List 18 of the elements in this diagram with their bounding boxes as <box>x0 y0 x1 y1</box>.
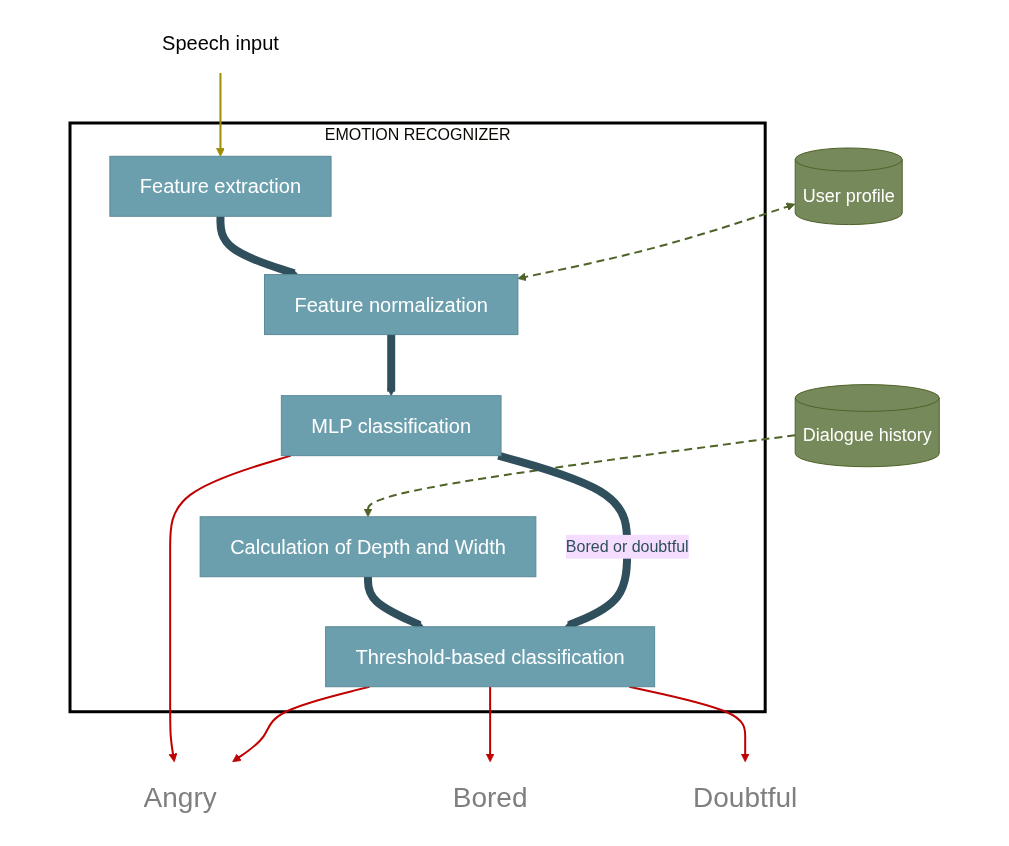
node-box: MLP classification <box>280 394 502 456</box>
node-box: Calculation of Depth and Width <box>199 515 537 577</box>
edge-label: Bored or doubtful <box>565 537 689 555</box>
arrow <box>485 685 495 762</box>
node-box: Threshold-based classification <box>324 625 655 687</box>
node-text: Doubtful <box>692 781 798 813</box>
arrow <box>628 685 750 762</box>
node-text: Bored <box>452 781 528 813</box>
arrow <box>168 454 292 762</box>
arrow <box>386 334 396 396</box>
node-text: Speech input <box>161 31 279 54</box>
arrow <box>363 433 797 517</box>
node-text: Angry <box>143 781 217 813</box>
node-box: Feature extraction <box>109 155 332 217</box>
node-box: Feature normalization <box>263 273 519 335</box>
arrow <box>215 71 225 157</box>
arrow <box>517 202 796 281</box>
arrow <box>232 685 371 762</box>
